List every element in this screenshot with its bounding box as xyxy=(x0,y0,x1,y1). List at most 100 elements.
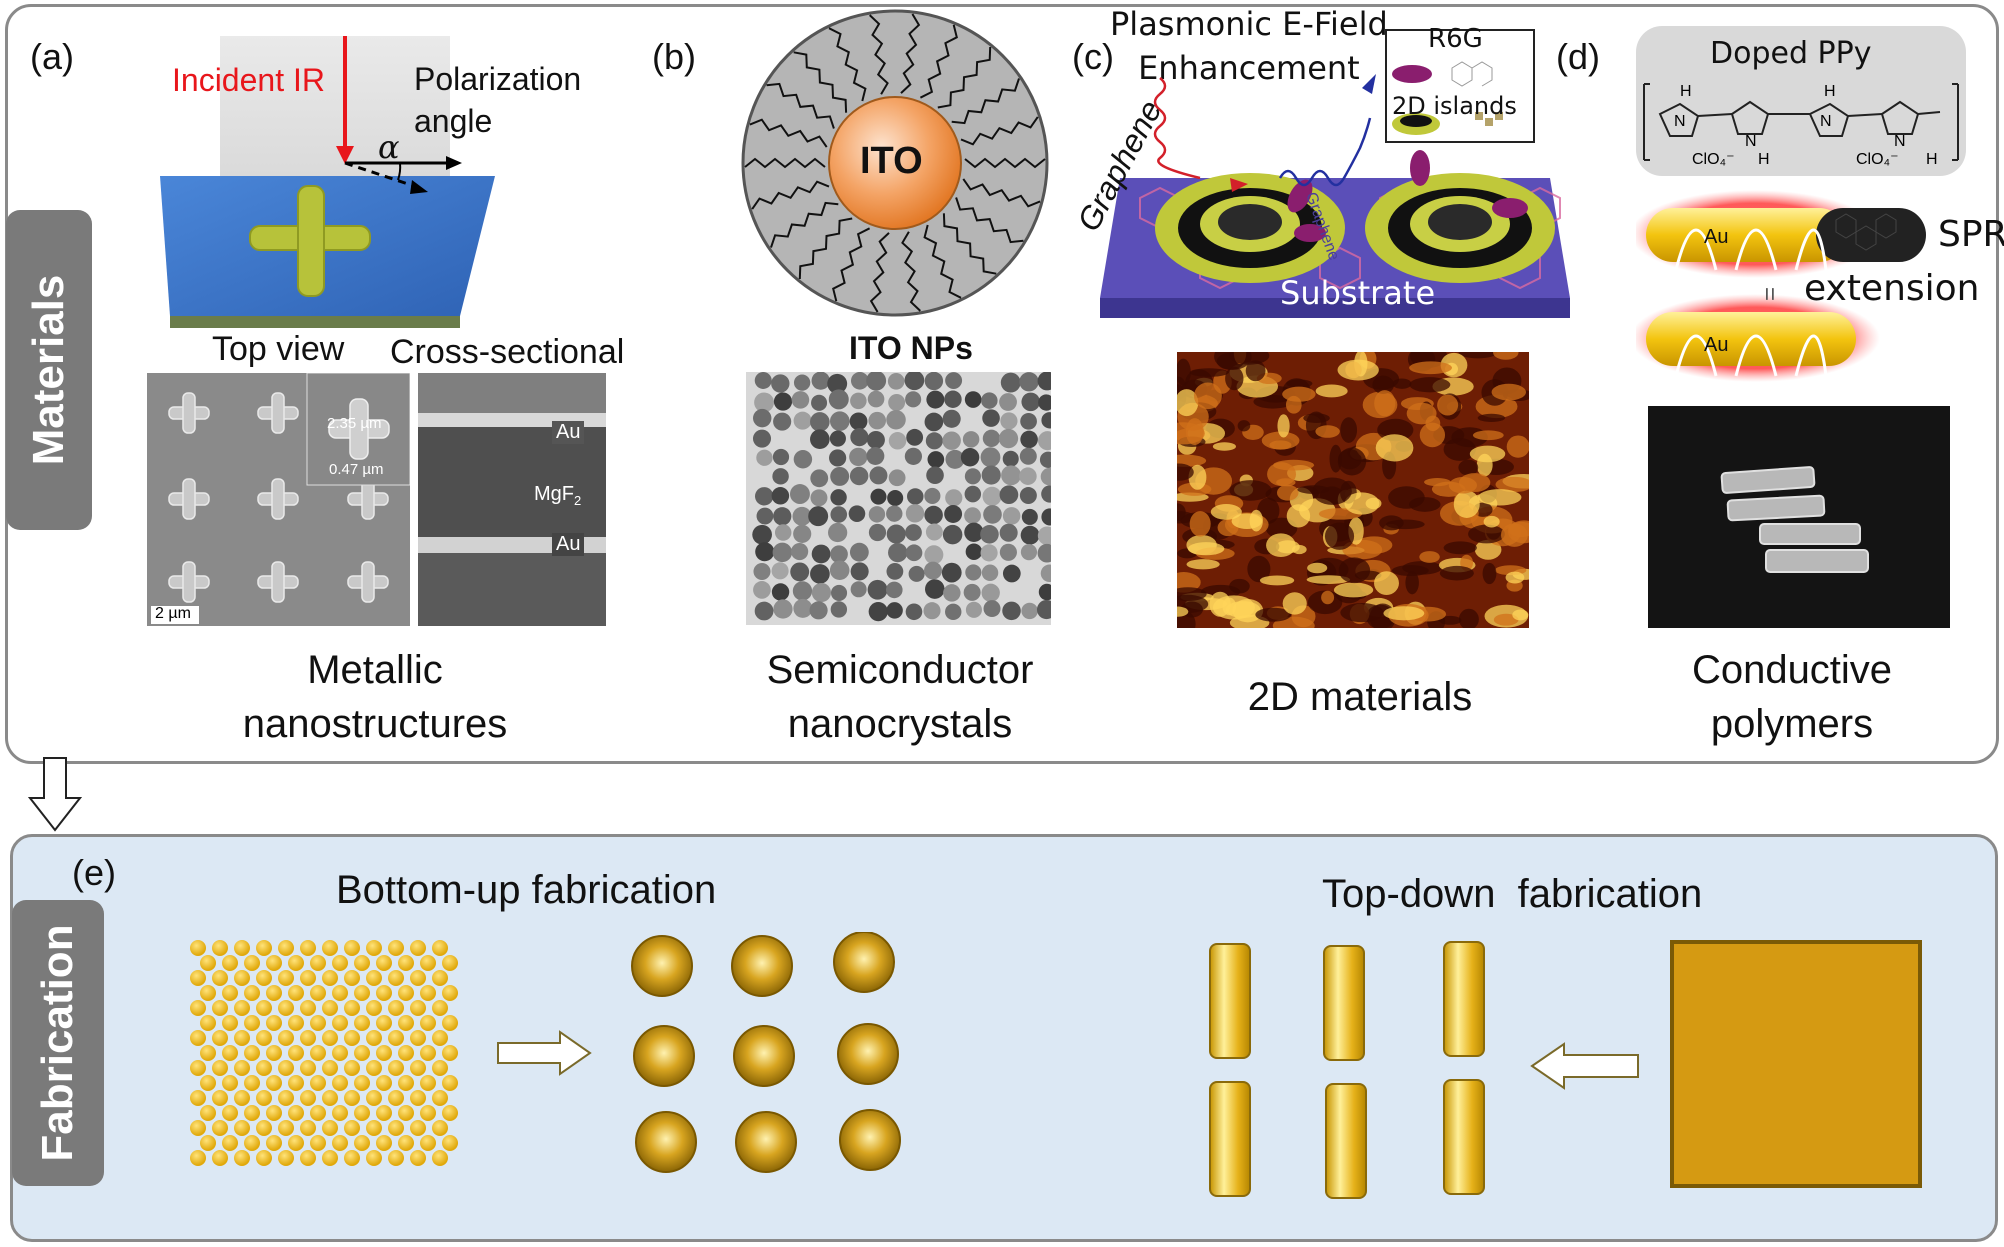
tem-particle xyxy=(980,525,999,544)
afm-grain xyxy=(1229,352,1270,365)
ito-nanoparticle-illustration xyxy=(741,9,1049,317)
small-particle xyxy=(300,1090,316,1106)
alpha-symbol: α xyxy=(378,128,400,166)
small-particle xyxy=(222,1015,238,1031)
afm-grain xyxy=(1337,447,1367,476)
small-particle xyxy=(200,1105,216,1121)
tem-particle xyxy=(964,468,981,485)
small-particle xyxy=(388,1060,404,1076)
afm-grain xyxy=(1286,379,1313,388)
afm-grain xyxy=(1439,565,1474,581)
small-particle xyxy=(222,955,238,971)
au-label-2: Au xyxy=(1704,334,1729,356)
tem-particle xyxy=(924,412,944,432)
small-particle xyxy=(398,985,414,1001)
small-particle xyxy=(410,1030,426,1046)
afm-grain xyxy=(1469,445,1506,463)
small-particle xyxy=(410,1000,426,1016)
tem-particle xyxy=(1019,467,1037,485)
tem-particle xyxy=(907,488,924,505)
graphene-islands-illustration xyxy=(1100,29,1570,318)
afm-grain xyxy=(1185,418,1204,446)
small-particle xyxy=(322,1030,338,1046)
afm-grain xyxy=(1506,435,1529,458)
small-particle xyxy=(398,1105,414,1121)
sem-top-view: 2.35 µm 0.47 µm 2 µm xyxy=(147,373,410,626)
small-particle xyxy=(376,1075,392,1091)
tem-particle xyxy=(981,465,1001,485)
small-particle xyxy=(266,985,282,1001)
small-particle xyxy=(300,1060,316,1076)
tem-particle xyxy=(924,545,944,565)
small-particle xyxy=(200,1015,216,1031)
small-particle xyxy=(398,1015,414,1031)
small-particle xyxy=(212,1000,228,1016)
afm-grain xyxy=(1229,578,1250,594)
tem-particle xyxy=(811,582,832,603)
sem-nanowires xyxy=(1648,406,1950,628)
tem-particle xyxy=(982,409,1000,427)
tem-particle xyxy=(999,485,1019,505)
small-particle xyxy=(354,1135,370,1151)
tem-particle xyxy=(905,544,923,562)
tem-particle xyxy=(1041,485,1051,503)
r6g-label: R6G xyxy=(1428,24,1483,54)
tem-particle xyxy=(1036,599,1051,620)
small-particle xyxy=(234,940,250,956)
tem-particle xyxy=(1001,465,1021,486)
tem-particle xyxy=(908,565,925,582)
tem-particle xyxy=(829,560,850,581)
afm-grain xyxy=(1482,562,1497,585)
small-particle xyxy=(244,1105,260,1121)
small-particle xyxy=(234,1060,250,1076)
small-particle xyxy=(310,985,326,1001)
small-particle xyxy=(234,1000,250,1016)
right-arrow-icon xyxy=(497,1030,592,1076)
tem-particle xyxy=(981,564,999,581)
tem-particle xyxy=(1002,507,1021,525)
small-particle xyxy=(190,1060,206,1076)
tem-particle xyxy=(888,469,906,487)
tem-particle xyxy=(793,450,813,469)
tem-particle xyxy=(811,394,828,411)
tem-particle xyxy=(754,601,774,621)
small-particle xyxy=(266,1135,282,1151)
small-particle xyxy=(310,1135,326,1151)
tem-particle xyxy=(828,522,848,543)
tem-particle xyxy=(906,428,924,446)
ligand-chain xyxy=(937,46,992,109)
tem-particle xyxy=(809,601,828,620)
small-particle xyxy=(376,1045,392,1061)
tem-particle xyxy=(810,469,829,488)
small-particle xyxy=(190,970,206,986)
afm-grain xyxy=(1177,389,1199,417)
islands-label: 2D islands xyxy=(1392,92,1517,120)
tem-particle xyxy=(1020,412,1037,430)
small-particle xyxy=(222,1075,238,1091)
ligand-chain xyxy=(793,51,848,113)
tem-particle xyxy=(1020,430,1038,449)
tem-particle xyxy=(830,466,850,486)
afm-grain xyxy=(1409,497,1441,512)
small-particle xyxy=(398,1135,414,1151)
afm-grain xyxy=(1375,434,1414,462)
afm-grain xyxy=(1409,377,1451,393)
small-particle xyxy=(354,1045,370,1061)
tem-particle xyxy=(888,432,907,450)
afm-grain xyxy=(1209,591,1231,617)
tem-particle xyxy=(983,600,1001,618)
tem-particle xyxy=(850,428,869,447)
afm-grain xyxy=(1472,430,1504,441)
tem-particle xyxy=(771,487,790,505)
small-particle xyxy=(256,1060,272,1076)
small-particle xyxy=(266,1045,282,1061)
afm-grain xyxy=(1342,539,1383,560)
small-particle xyxy=(256,1090,272,1106)
afm-grain xyxy=(1189,511,1211,537)
tem-particle xyxy=(792,506,812,526)
afm-grain xyxy=(1186,559,1220,570)
afm-grain xyxy=(1212,442,1237,451)
afm-grain xyxy=(1437,394,1459,416)
small-particle xyxy=(332,1015,348,1031)
small-particle xyxy=(388,940,404,956)
